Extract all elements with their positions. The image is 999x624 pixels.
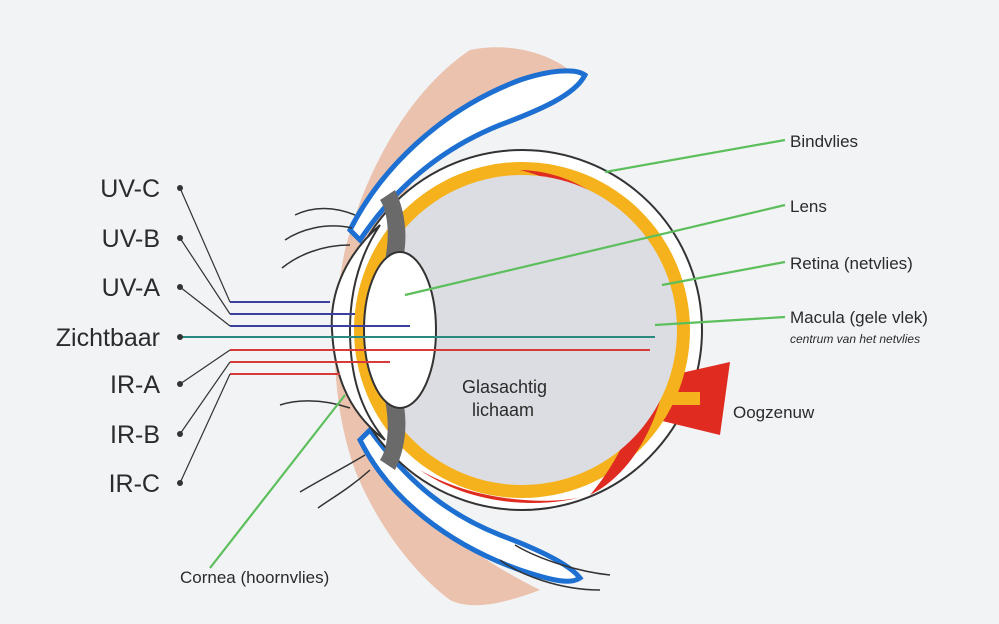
label-glasachtig-1: Glasachtig [462, 377, 547, 397]
label-macula-sub: centrum van het netvlies [790, 332, 920, 346]
leader-cornea [210, 395, 345, 568]
band-label-irb: IR-B [110, 421, 160, 449]
band-connectors [180, 188, 230, 483]
eye-lens [364, 252, 436, 408]
band-label-visible: Zichtbaar [56, 324, 160, 352]
label-glasachtig-2: lichaam [472, 400, 534, 420]
label-bindvlies: Bindvlies [790, 132, 858, 151]
label-lens: Lens [790, 197, 827, 216]
band-label-uvb: UV-B [102, 225, 160, 253]
band-dots [177, 185, 183, 486]
label-retina: Retina (netvlies) [790, 254, 913, 273]
band-label-uvc: UV-C [100, 175, 160, 203]
band-label-irc: IR-C [109, 470, 160, 498]
band-label-ira: IR-A [110, 371, 160, 399]
label-macula: Macula (gele vlek) [790, 308, 928, 327]
label-oogzenuw: Oogzenuw [733, 403, 815, 422]
label-cornea: Cornea (hoornvlies) [180, 568, 329, 587]
leader-bindvlies [605, 140, 785, 172]
band-labels: UV-C UV-B UV-A Zichtbaar IR-A IR-B IR-C [56, 175, 161, 498]
band-label-uva: UV-A [102, 274, 161, 302]
